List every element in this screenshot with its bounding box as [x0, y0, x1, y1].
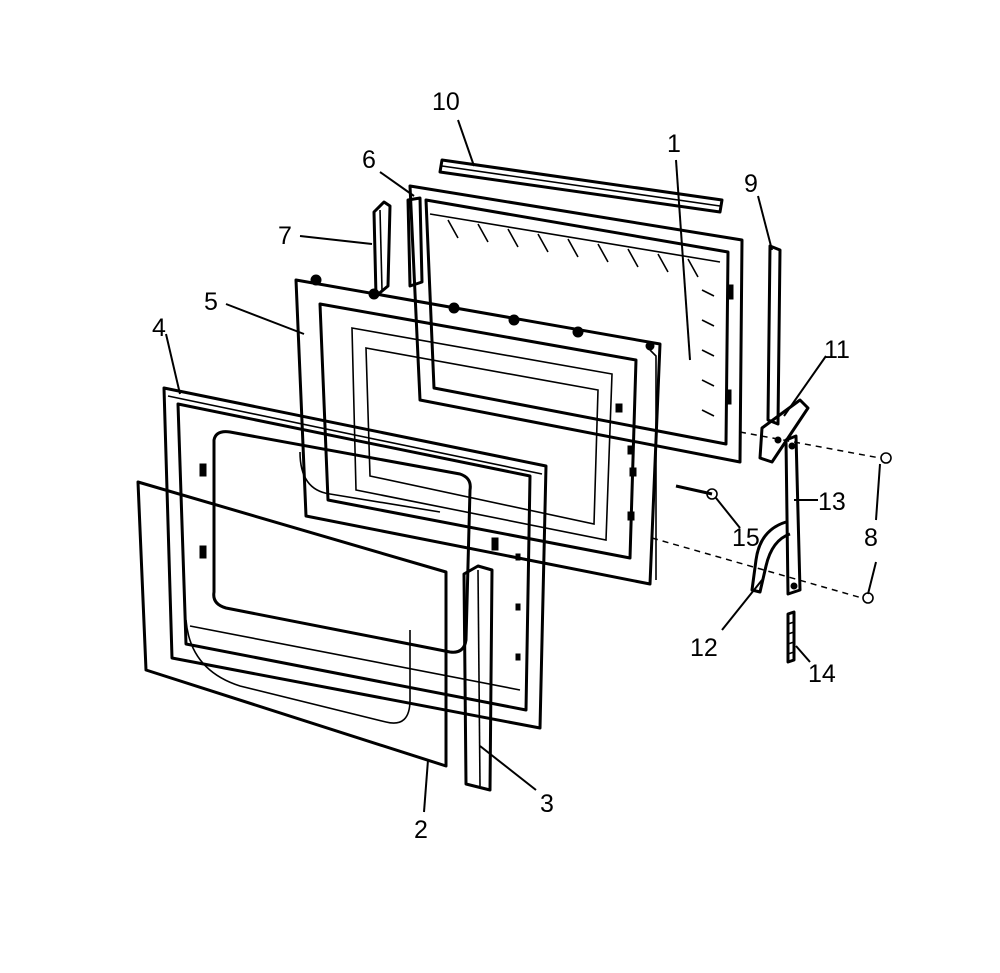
part-3-handle	[462, 564, 494, 792]
callout-13: 13	[818, 488, 846, 516]
callout-labels: 10 1 6 9 7 5 4 11 13 15 8 12 14 3 2	[152, 88, 878, 844]
part-14-spring	[786, 610, 796, 664]
part-4-door-frame	[162, 386, 548, 730]
callout-6: 6	[362, 146, 376, 174]
callout-4: 4	[152, 314, 166, 342]
callout-10: 10	[432, 88, 460, 116]
part-15-spring	[675, 484, 718, 500]
callout-1: 1	[667, 130, 681, 158]
callout-14: 14	[808, 660, 836, 688]
callout-9: 9	[744, 170, 758, 198]
part-6-rear-frame	[408, 184, 744, 464]
callout-8: 8	[864, 524, 878, 552]
part-10-top-trim	[438, 158, 724, 214]
callout-2: 2	[414, 816, 428, 844]
part-13-hinge-rod	[784, 434, 802, 596]
part-12-hook	[750, 520, 791, 594]
alignment-lines	[651, 431, 881, 599]
callout-7: 7	[278, 222, 292, 250]
callout-12: 12	[690, 634, 718, 662]
leader-lines	[165, 119, 881, 813]
part-5-inner-panel	[294, 274, 662, 586]
callout-5: 5	[204, 288, 218, 316]
part-7-hinge-bracket	[372, 196, 424, 298]
part-2-glass-panel	[136, 480, 448, 768]
part-9-latch-plate	[766, 244, 782, 426]
callout-15: 15	[732, 524, 760, 552]
callout-3: 3	[540, 790, 554, 818]
callout-11: 11	[824, 336, 850, 364]
